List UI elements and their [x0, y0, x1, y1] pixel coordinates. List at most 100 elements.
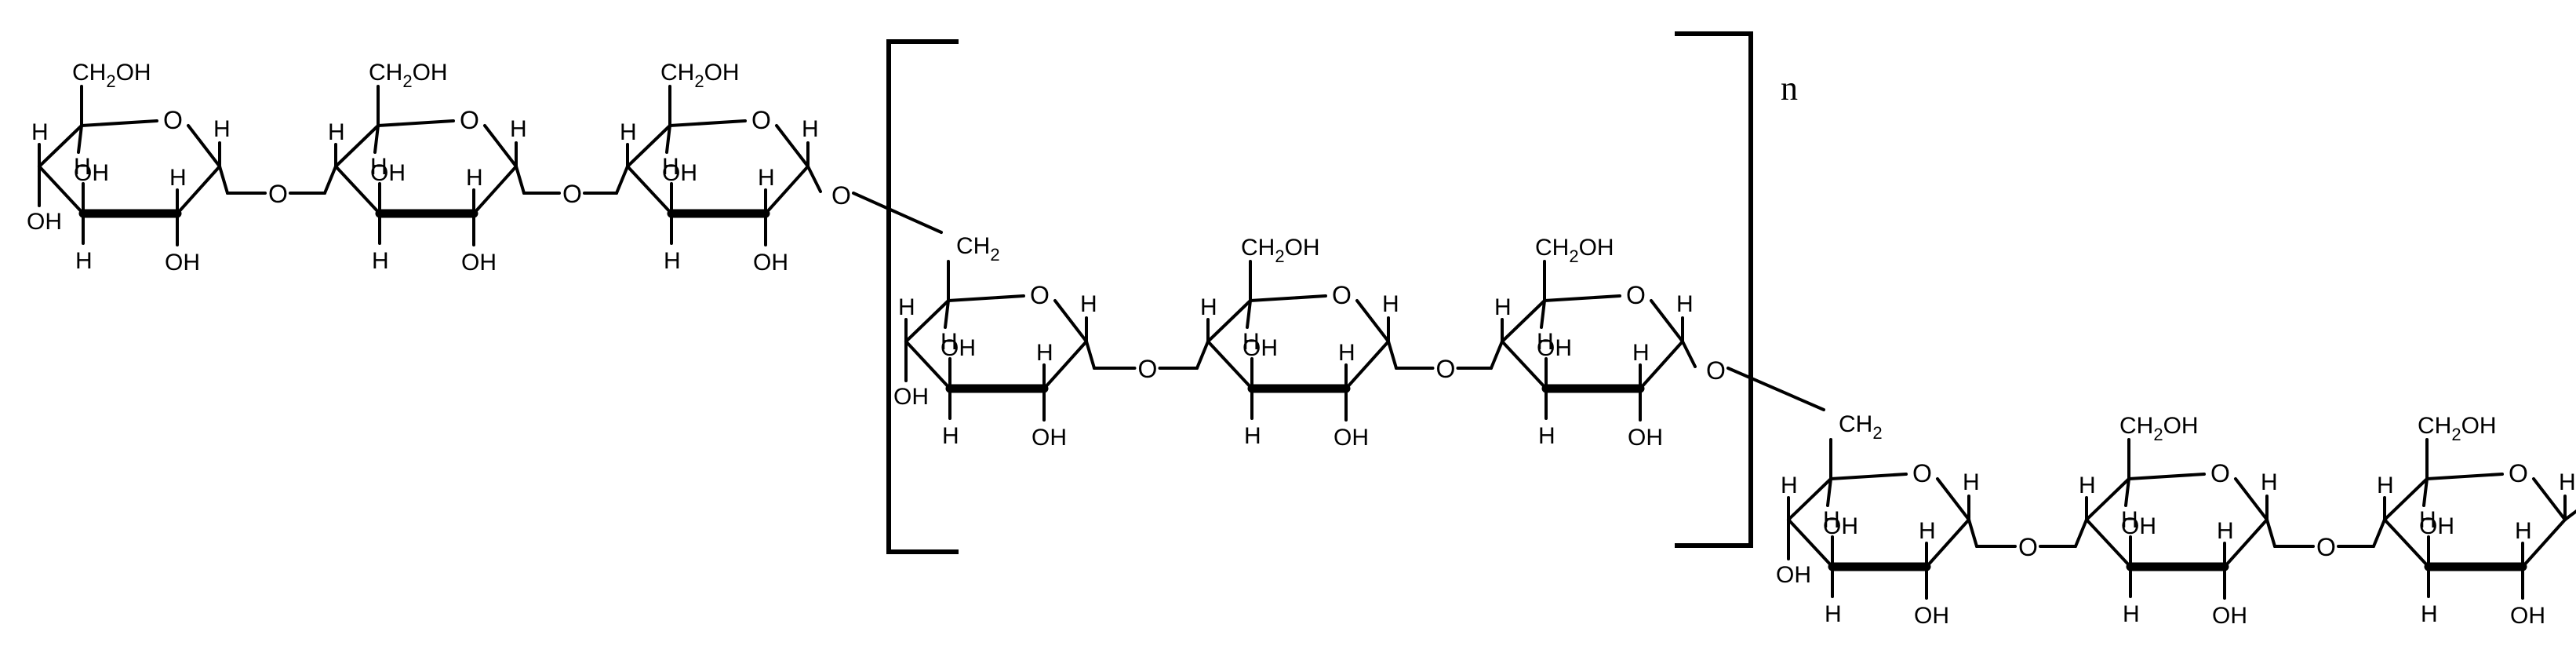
- h-bond: [2422, 477, 2429, 507]
- ring-oxygen-label: O: [1626, 281, 1646, 309]
- ch2oh-label: CH2OH: [2418, 413, 2497, 444]
- ring-bond: [626, 124, 671, 168]
- ring-bond: [472, 165, 518, 215]
- h5-label: H: [74, 154, 91, 180]
- h4-label: H: [2079, 473, 2096, 498]
- oh3-label: OH: [662, 160, 697, 186]
- ring-bond: [1787, 518, 1834, 568]
- oh2-label: OH: [461, 250, 497, 276]
- h2-label: H: [758, 165, 775, 191]
- bridge-oxygen-label: O: [1706, 356, 1726, 385]
- h5-label: H: [1823, 507, 1840, 533]
- ring-bond: [187, 124, 221, 168]
- ring-bond: [334, 165, 381, 215]
- h4-label: H: [1494, 294, 1512, 320]
- h3-label: H: [1244, 423, 1261, 449]
- h-bond: [944, 299, 950, 329]
- ring-bond: [2425, 473, 2504, 480]
- h2-label: H: [2217, 518, 2234, 544]
- h1-label: H: [1382, 291, 1399, 317]
- ring-bond: [2085, 518, 2132, 568]
- ch2-label: CH2: [956, 233, 1000, 265]
- oh3-label: OH: [941, 335, 976, 361]
- h-bond: [1826, 477, 1832, 507]
- ring-bond: [334, 124, 380, 168]
- h-bond: [665, 124, 671, 154]
- bridge-oxygen-label: O: [2018, 533, 2038, 561]
- glycosidic-bond: [2372, 518, 2386, 548]
- ring-bond: [904, 299, 950, 343]
- h3-label: H: [1538, 423, 1555, 449]
- h2-label: H: [169, 165, 187, 191]
- oh3-label: OH: [370, 160, 406, 186]
- ring-oxygen-label: O: [1912, 459, 1932, 487]
- ring-oxygen-label: O: [460, 106, 479, 134]
- ring-bond: [626, 165, 673, 215]
- glycosidic-bond: [1726, 367, 1825, 411]
- h1-label: H: [1963, 469, 1980, 495]
- ch2oh-label: CH2OH: [2119, 413, 2199, 444]
- h-bond: [1540, 299, 1546, 329]
- ring-oxygen-label: O: [751, 106, 771, 134]
- h4-label: H: [328, 119, 345, 145]
- h5-label: H: [2419, 507, 2436, 533]
- ring-bond: [1249, 294, 1327, 302]
- ch2oh-label: CH2OH: [660, 60, 740, 91]
- ring-bond: [1829, 473, 1908, 480]
- ring-bond: [483, 124, 518, 168]
- glycosidic-bond: [615, 165, 629, 195]
- glycosidic-bond: [2265, 518, 2276, 548]
- right-bracket: [1675, 31, 1753, 548]
- h3-label: H: [942, 423, 959, 449]
- h2-label: H: [1632, 340, 1650, 366]
- h4-label: H: [31, 119, 49, 145]
- h3-label: H: [664, 248, 681, 274]
- oh-bond: [2563, 509, 2576, 521]
- glycosidic-bond: [1387, 340, 1398, 370]
- ring-bond: [38, 165, 85, 215]
- oh4-label: OH: [893, 384, 929, 410]
- ring-bond: [775, 124, 810, 168]
- h5-label: H: [941, 329, 958, 355]
- h1-label: H: [213, 116, 231, 142]
- glycosidic-bond: [1967, 518, 1978, 548]
- h-bond: [77, 124, 83, 154]
- h4-label: H: [620, 119, 637, 145]
- oh4-label: OH: [27, 209, 62, 235]
- ch2oh-label: CH2OH: [72, 60, 151, 91]
- oh2-label: OH: [1333, 425, 1369, 451]
- oh2-label: OH: [1031, 425, 1067, 451]
- ring-bond: [2521, 518, 2567, 568]
- ring-bond: [1053, 299, 1088, 343]
- h5-label: H: [2121, 507, 2138, 533]
- oh3-label: OH: [2419, 513, 2454, 539]
- ring-bond: [1787, 477, 1832, 521]
- oh3-label: OH: [74, 160, 109, 186]
- ring-oxygen-label: O: [1030, 281, 1050, 309]
- glycosidic-bond: [852, 192, 943, 234]
- ring-bond: [1206, 299, 1252, 343]
- h1-label: H: [1676, 291, 1694, 317]
- h4-label: H: [2377, 473, 2394, 498]
- ring-bond: [2127, 473, 2206, 480]
- ring-bond: [2234, 477, 2269, 521]
- oh2-label: OH: [753, 250, 788, 276]
- glycosidic-bond: [1085, 340, 1096, 370]
- ring-bond: [1501, 340, 1548, 390]
- ring-bond: [2223, 518, 2269, 568]
- ch2oh-label: CH2OH: [1241, 235, 1320, 266]
- h5-label: H: [370, 154, 387, 180]
- h2-label: H: [2515, 518, 2532, 544]
- ring-bond: [1344, 340, 1390, 390]
- glycosidic-bond: [515, 165, 526, 195]
- bridge-oxygen-label: O: [2316, 533, 2336, 561]
- ring-bond: [764, 165, 810, 215]
- ring-bond: [668, 119, 747, 127]
- repeat-count-label: n: [1781, 69, 1798, 108]
- ring-bond: [1206, 340, 1253, 390]
- h-bond: [1246, 299, 1252, 329]
- h1-label: H: [2559, 469, 2576, 495]
- glycosidic-bond: [218, 165, 229, 195]
- ring-bond: [1925, 518, 1970, 568]
